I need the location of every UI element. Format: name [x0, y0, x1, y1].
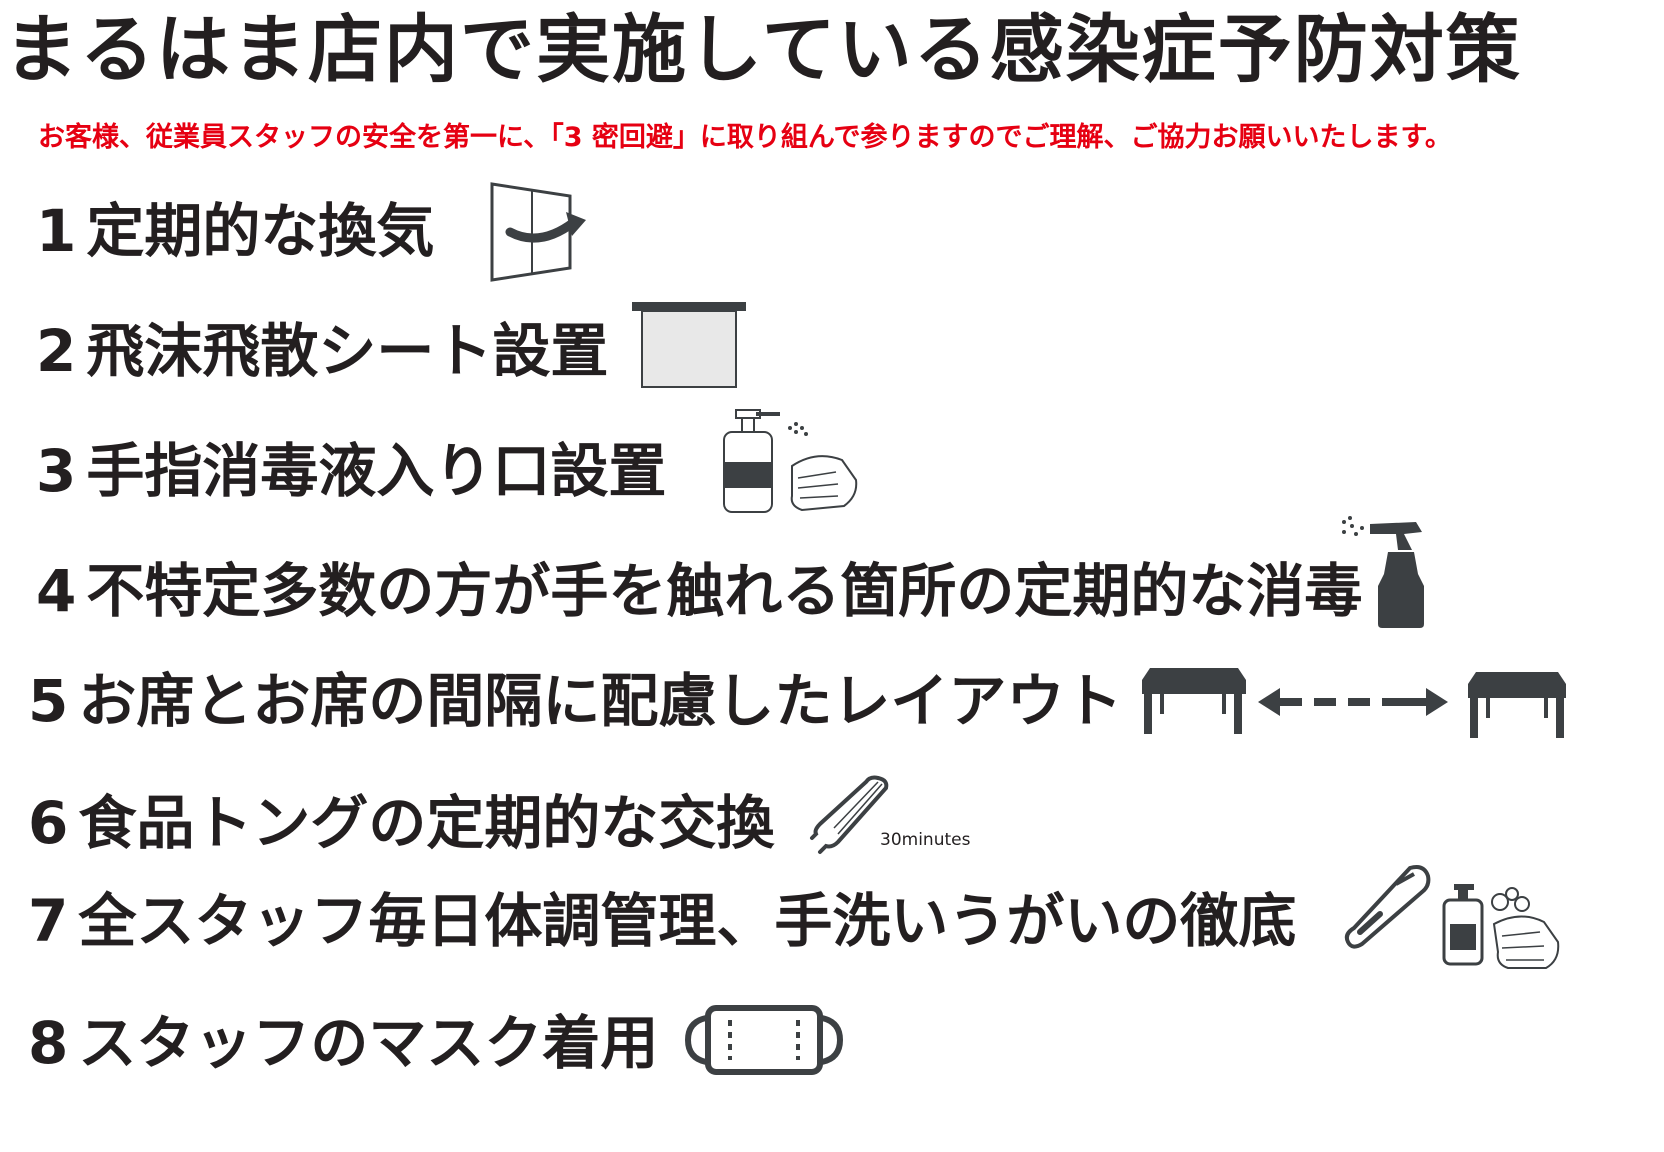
item-number: 4 [36, 557, 77, 625]
item-number: 3 [36, 437, 77, 505]
item-text: スタッフのマスク着用 [78, 1009, 659, 1077]
tong-interval-note: 30minutes [880, 830, 971, 850]
item-number: 8 [28, 1009, 69, 1077]
table-icon [1468, 672, 1566, 738]
table-icon [1142, 668, 1246, 734]
thermometer-icon [1344, 865, 1431, 949]
page-subtitle: お客様、従業員スタッフの安全を第一に、「3 密回避」に取り組んで参りますのでご理… [38, 122, 1452, 153]
item-text: 定期的な換気 [86, 197, 435, 265]
table-distance-icon [1142, 668, 1566, 738]
item-number: 6 [28, 789, 69, 857]
tongs-icon [810, 775, 889, 854]
item-number: 2 [36, 317, 77, 385]
partition-sheet-icon [632, 302, 746, 388]
item-text: 食品トングの定期的な交換 [78, 789, 775, 857]
mask-icon [684, 1005, 844, 1075]
item-number: 7 [28, 887, 69, 955]
item-text: 不特定多数の方が手を触れる箇所の定期的な消毒 [86, 557, 1363, 625]
item-text: お席とお席の間隔に配慮したレイアウト [78, 667, 1123, 735]
window-ventilation-icon [490, 182, 586, 282]
handwash-icon [1442, 884, 1560, 969]
item-number: 5 [28, 667, 69, 735]
item-text: 手指消毒液入り口設置 [86, 437, 667, 505]
item-number: 1 [36, 197, 77, 265]
page-title: まるはま店内で実施している感染症予防対策 [4, 7, 1522, 93]
item-text: 飛沫飛散シート設置 [86, 317, 609, 385]
sanitizer-bottle-icon [723, 409, 858, 513]
item-text: 全スタッフ毎日体調管理、手洗いうがいの徹底 [78, 887, 1297, 955]
spray-bottle-icon [1342, 516, 1424, 628]
